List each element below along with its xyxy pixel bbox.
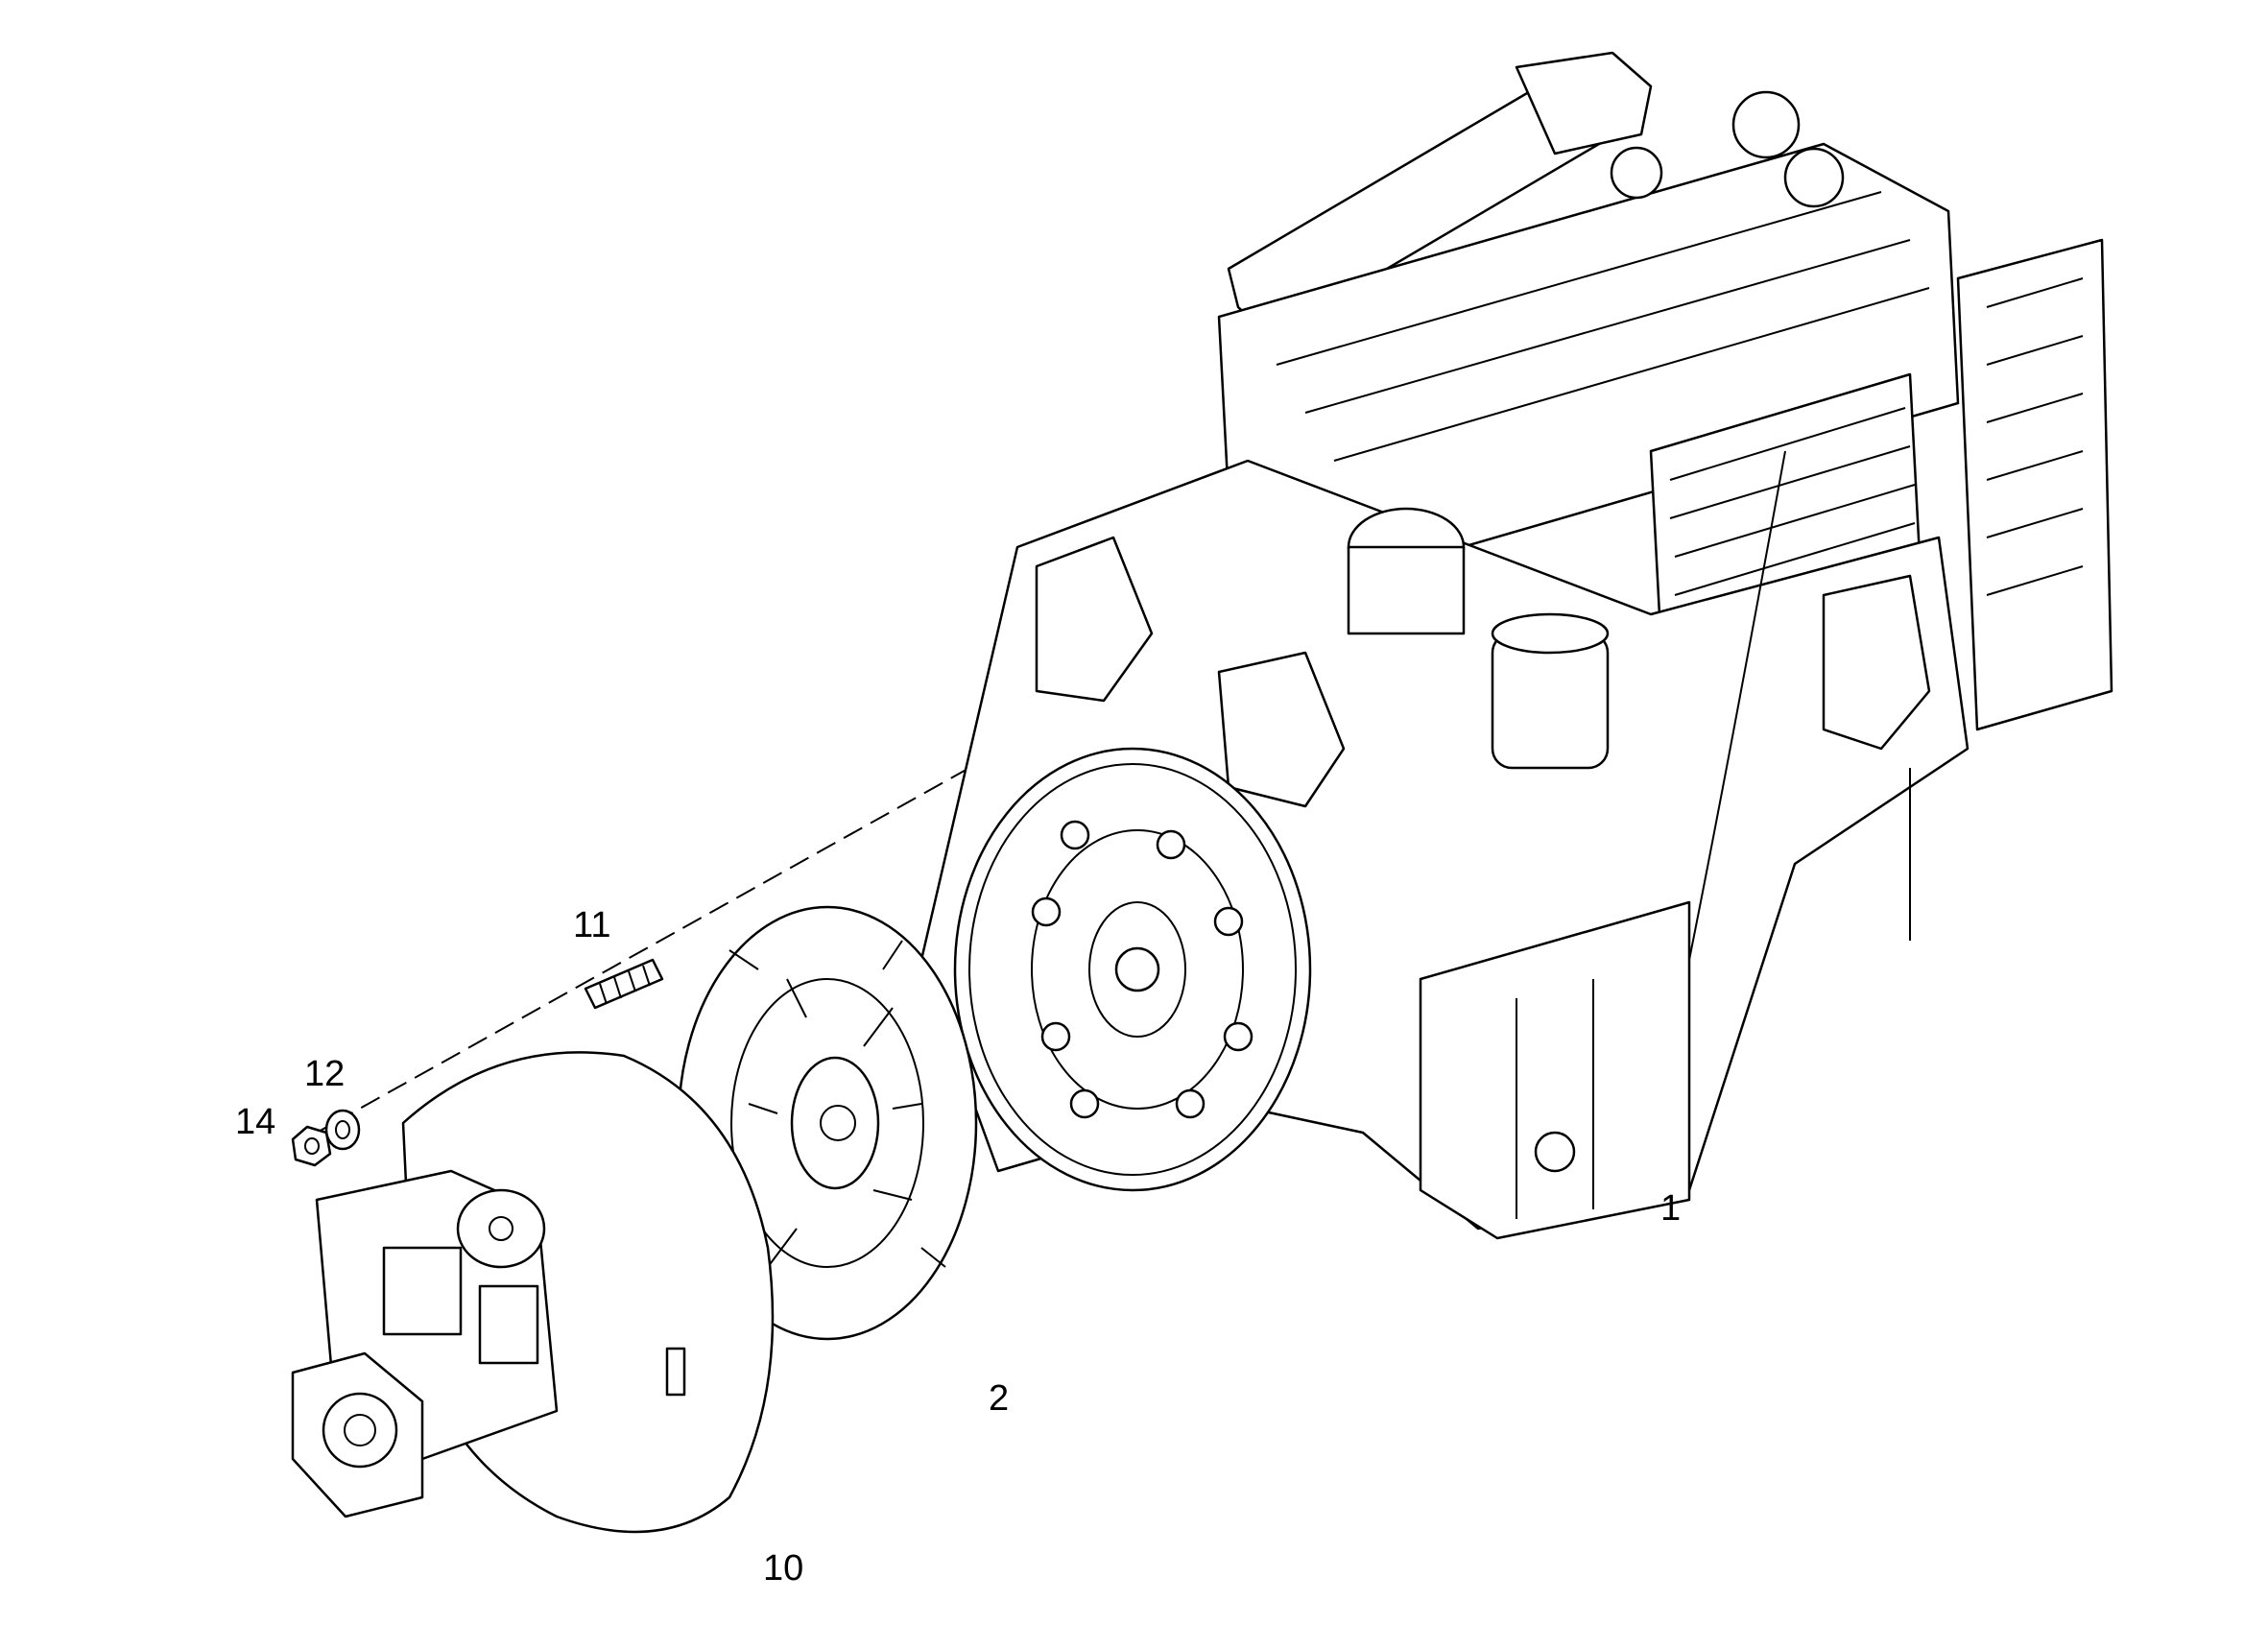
assembly-axis-line <box>316 767 970 1134</box>
inspection-slot <box>665 1347 686 1397</box>
turbo-housing <box>1956 238 2113 731</box>
drain-plug <box>1534 1131 1576 1173</box>
callout-12: 12 <box>304 1054 346 1094</box>
timing-cover-plate <box>1035 536 1154 703</box>
nut <box>291 1125 332 1167</box>
valve-block <box>382 1246 463 1336</box>
oil-sump <box>1419 900 1691 1240</box>
callout-2: 2 <box>989 1378 1010 1419</box>
pump-cover <box>456 1188 546 1269</box>
callout-14: 14 <box>235 1102 276 1142</box>
callout-10: 10 <box>763 1548 804 1589</box>
stud <box>584 958 664 1010</box>
oil-filler-cap <box>1610 146 1663 200</box>
breather-cap-2 <box>1783 147 1845 208</box>
control-block <box>478 1284 539 1365</box>
engine <box>919 51 2113 1240</box>
inspection-cover <box>1217 651 1346 808</box>
breather-cap <box>1731 90 1801 159</box>
washer <box>324 1109 361 1151</box>
pump-shaft-port <box>322 1392 398 1469</box>
flywheel <box>953 747 1312 1192</box>
side-cover <box>1822 574 1931 751</box>
intake-elbow <box>1515 51 1653 155</box>
dipstick <box>1688 450 1786 961</box>
callout-1: 1 <box>1660 1188 1682 1229</box>
callout-11: 11 <box>573 905 611 945</box>
bell-housing <box>291 1051 775 1534</box>
